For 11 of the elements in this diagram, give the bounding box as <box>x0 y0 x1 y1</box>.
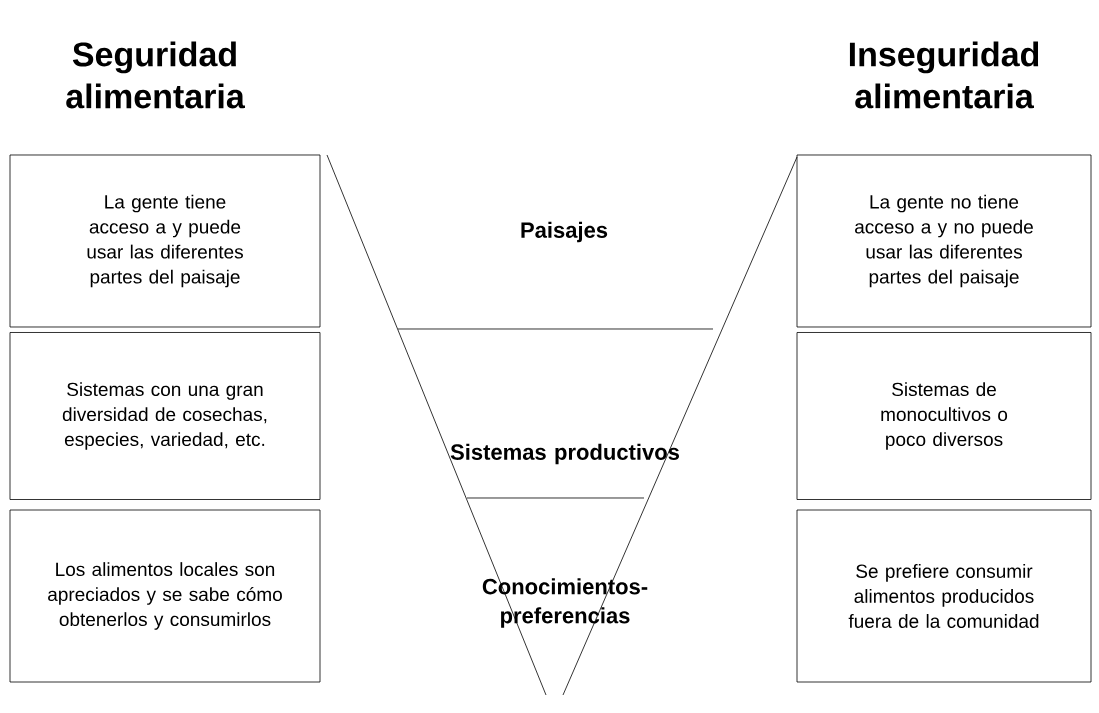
text-box: Los alimentos locales son apreciados y se sabe cómo obtenerlos y consumirlos <box>9 509 321 683</box>
text-box: La gente tiene acceso a y puede usar las diferentes partes del paisaje <box>9 154 321 328</box>
text-box: La gente no tiene acceso a y no puede usar las diferentes partes del paisaje <box>796 154 1092 328</box>
band-label: Paisajes <box>521 221 608 243</box>
text-box: Sistemas con una gran diversidad de cosechas, especies, variedad, etc. <box>9 332 321 500</box>
band-label: Sistemas productivos <box>450 443 680 465</box>
heading: Seguridad alimentaria <box>66 41 245 109</box>
text-box: Se prefiere consumir alimentos producidos fuera de la comunidad <box>796 509 1092 683</box>
band-label: Conocimientos-preferencias <box>482 578 648 628</box>
heading: Inseguridad alimentaria <box>849 41 1039 109</box>
text-box: Sistemas de monocultivos o poco diversos <box>796 332 1092 500</box>
